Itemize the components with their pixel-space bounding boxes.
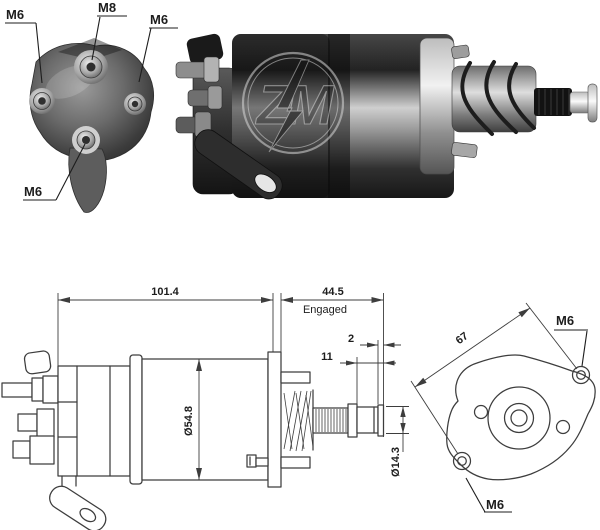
engaged-label-text: Engaged [303, 304, 347, 316]
drawing-collar [347, 403, 358, 438]
photo-flange-stud-bottom [451, 142, 478, 158]
flange-view-drawing: 67 M6 M6 [410, 302, 596, 513]
dim-54-8-text: Ø54.8 [183, 406, 195, 436]
m6-top-right-leader [138, 27, 152, 83]
flange-m6-top-leader [581, 330, 588, 367]
photo-body-dark-band [328, 34, 350, 198]
rear-housing-top-seam [58, 38, 122, 60]
drawing-flange-stud-bottom [280, 456, 311, 469]
rear-label-m6-top-left: M6 [5, 7, 43, 84]
dim-body-diameter: Ø54.8 [183, 359, 202, 480]
photo-top-tab [186, 33, 224, 65]
dim-14-3-text: Ø14.3 [390, 447, 402, 477]
m8-label: M8 [98, 0, 116, 15]
photo-stud-mid-nut [207, 85, 223, 110]
drawing-terminals [1, 350, 59, 465]
drawing-rear-cap [57, 365, 131, 477]
dim-overall-length: 101.4 [57, 286, 282, 378]
drawing-threaded-rod [312, 407, 349, 434]
dim-101-4-text: 101.4 [151, 286, 179, 298]
flange-m6-top-label: M6 [556, 313, 574, 328]
zm-watermark: ZM [241, 51, 345, 155]
flange-small-hole-left [473, 404, 489, 420]
side-view-photo: ZM [175, 33, 598, 200]
rear-label-m8: M8 [91, 0, 127, 61]
photo-flange [419, 37, 455, 175]
dim-pin-diameter: Ø14.3 [386, 406, 409, 477]
dim-11-text: 11 [321, 351, 333, 363]
photo-flange-stud-top [451, 44, 470, 59]
rear-housing [29, 43, 155, 162]
dim-pin-length: 11 [321, 351, 396, 404]
terminal-m8 [74, 50, 108, 84]
flange-center-bores [487, 386, 551, 450]
photo-return-spring [460, 60, 536, 136]
dim-engaged-length: 44.5 Engaged [281, 286, 384, 437]
rear-view-photo: M6 M8 M6 M6 [5, 0, 178, 213]
drawing-end-washer [377, 404, 385, 437]
terminal-m6-right [124, 93, 146, 115]
lightning-bolt-icon [268, 59, 310, 153]
drawing-flange-screw [246, 454, 269, 468]
terminal-m6-left [29, 88, 55, 114]
photo-pin [569, 91, 591, 114]
photo-body-dark-left [232, 34, 330, 198]
m6-bottom-leader [55, 143, 86, 201]
flange-m6-bottom-label: M6 [486, 497, 504, 512]
rear-bracket-tongue [68, 147, 107, 213]
photo-bracket [194, 129, 283, 200]
flange-m6-hole-top-right [571, 365, 591, 385]
drawing-flange-stud-top [280, 371, 311, 384]
drawing-pin [356, 404, 385, 437]
side-view-drawing: 101.4 44.5 Engaged 2 11 [1, 286, 409, 530]
rear-label-m6-top-right: M6 [138, 12, 178, 83]
m6-bottom-label: M6 [24, 184, 42, 199]
dim-67-text: 67 [454, 330, 471, 347]
flange-m6-bottom-leader [465, 477, 486, 513]
dim-44-5-text: 44.5 [322, 286, 343, 298]
photo-threaded-section [534, 88, 572, 116]
drawing-mount-flange [267, 351, 282, 488]
flange-label-m6-top-right: M6 [554, 313, 588, 367]
dim-hole-distance: 67 [410, 302, 578, 455]
m8-leader [91, 16, 101, 61]
photo-pin-disc [587, 83, 598, 123]
terminal-m6-bottom [72, 126, 100, 154]
flange-outline [446, 354, 596, 481]
drawing-ring-band [129, 354, 143, 485]
photo-thread-lines [538, 89, 570, 115]
drawing-spring [283, 389, 314, 452]
flange-m6-hole-bottom-left [452, 451, 472, 471]
m6-top-left-leader [35, 22, 43, 84]
dim-2-text: 2 [348, 333, 354, 345]
photo-stud-top-nut [203, 56, 220, 83]
dim-washer-thickness: 2 [348, 333, 401, 404]
rear-label-m6-bottom: M6 [23, 143, 86, 201]
flange-small-hole-right [555, 419, 571, 435]
m6-top-left-label: M6 [6, 7, 24, 22]
grommet-tab [23, 350, 52, 375]
flange-label-m6-bottom: M6 [465, 477, 512, 513]
drawing-bracket [49, 475, 107, 530]
m6-top-right-label: M6 [150, 12, 168, 27]
